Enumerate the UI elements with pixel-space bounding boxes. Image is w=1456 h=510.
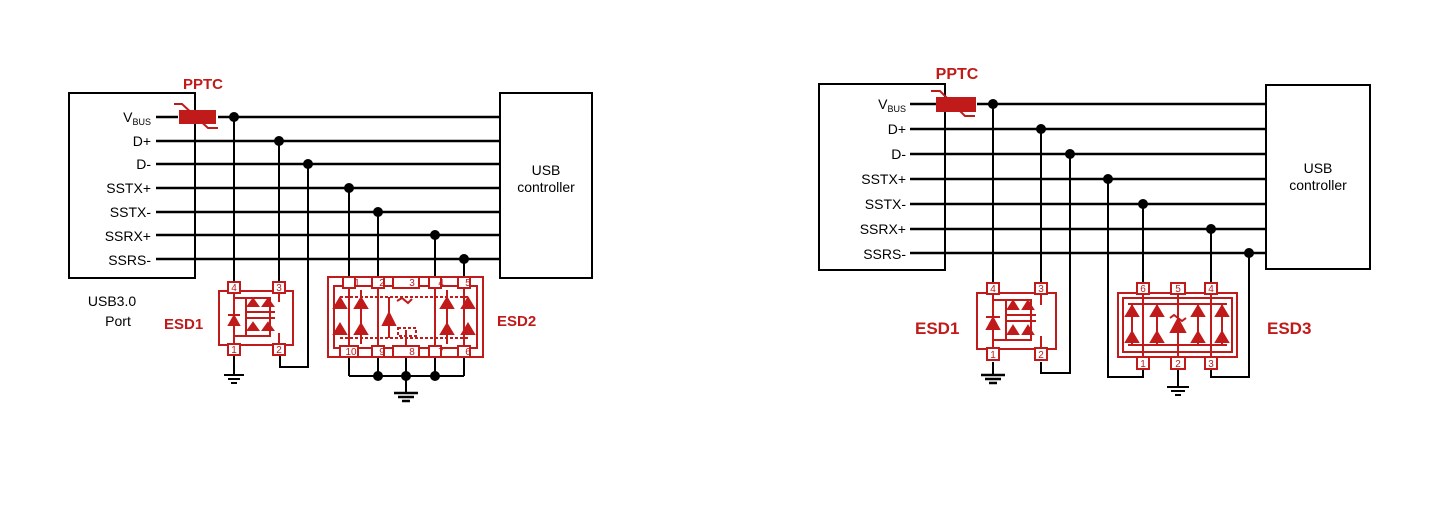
dminus-label: D- (136, 156, 151, 172)
controller-line1: USB (532, 162, 561, 178)
esd3-label: ESD3 (1267, 319, 1311, 338)
esd3-pin-2: 2 (1175, 359, 1181, 370)
esd1-device (218, 281, 294, 356)
esd1-pin-1: 1 (990, 350, 996, 361)
junction-dots (988, 99, 1254, 258)
ssrxp-label: SSRX+ (105, 228, 151, 244)
ssrxn-label: SSRS- (863, 246, 906, 262)
usb-controller-box (499, 92, 593, 279)
sstxn-label: SSTX- (865, 196, 907, 212)
tap-wires (233, 117, 465, 392)
vbus-label: VBUS (123, 109, 151, 127)
esd1-device (976, 282, 1057, 361)
esd3-pin-3: 3 (1208, 359, 1214, 370)
port-title: USB3.0 (88, 293, 136, 309)
tap-wires (992, 104, 1250, 386)
port-subtitle: Port (105, 313, 131, 329)
left-diagram: VBUS D+ D- SSTX+ SSTX- SSRX+ SSRS- USB3.… (68, 76, 593, 403)
esd3-device (1117, 282, 1238, 370)
pptc-label: PPTC (183, 76, 223, 93)
vbus-label: VBUS (878, 96, 906, 114)
esd2-pin-1: 1 (354, 278, 360, 289)
esd2-pin-9: 9 (379, 347, 385, 358)
signal-lines (156, 115, 500, 261)
esd2-pin-4: 4 (438, 278, 444, 289)
esd2-pin-5: 5 (465, 278, 471, 289)
ground-symbol (224, 374, 244, 384)
ssrxp-label: SSRX+ (860, 221, 906, 237)
esd2-pin-7: 7 (438, 347, 444, 358)
esd1-pin-1: 1 (231, 345, 237, 356)
esd2-label: ESD2 (497, 313, 536, 330)
esd2-pin-2: 2 (379, 278, 385, 289)
esd2-device (327, 276, 484, 358)
ground-symbol (981, 373, 1005, 385)
ground-symbol (394, 391, 418, 403)
usb-controller-box (1265, 84, 1371, 270)
dplus-label: D+ (888, 121, 906, 137)
ssrxn-label: SSRS- (108, 252, 151, 268)
esd2-pin-8: 8 (409, 347, 415, 358)
usb-port-box (818, 83, 946, 271)
usb-port-box (68, 92, 196, 279)
esd1-label: ESD1 (915, 319, 959, 338)
esd1-pin-3: 3 (276, 283, 282, 294)
esd2-pin-3: 3 (409, 278, 415, 289)
controller-line1: USB (1304, 160, 1333, 176)
esd1-pin-2: 2 (276, 345, 282, 356)
sstxp-label: SSTX+ (106, 180, 151, 196)
esd1-pin-2: 2 (1038, 350, 1044, 361)
sstxn-label: SSTX- (110, 204, 152, 220)
pptc-label: PPTC (936, 66, 979, 83)
sstxp-label: SSTX+ (861, 171, 906, 187)
dplus-label: D+ (133, 133, 151, 149)
esd2-pin-6: 6 (465, 347, 471, 358)
esd3-pin-1: 1 (1140, 359, 1146, 370)
esd3-pin-6: 6 (1140, 284, 1146, 295)
esd1-pin-4: 4 (990, 284, 996, 295)
ground-symbol (1167, 386, 1189, 396)
esd3-pin-5: 5 (1175, 284, 1181, 295)
esd1-pin-4: 4 (231, 283, 237, 294)
right-diagram: VBUS D+ D- SSTX+ SSTX- SSRX+ SSRS- USB c… (818, 66, 1371, 396)
esd1-label: ESD1 (164, 316, 203, 333)
esd2-pin-10: 10 (345, 347, 357, 358)
pptc-fuse (931, 90, 976, 117)
junction-dots (229, 112, 469, 381)
esd3-pin-4: 4 (1208, 284, 1214, 295)
controller-line2: controller (1289, 177, 1347, 193)
controller-line2: controller (517, 179, 575, 195)
dminus-label: D- (891, 146, 906, 162)
pptc-fuse (174, 103, 218, 129)
esd1-pin-3: 3 (1038, 284, 1044, 295)
